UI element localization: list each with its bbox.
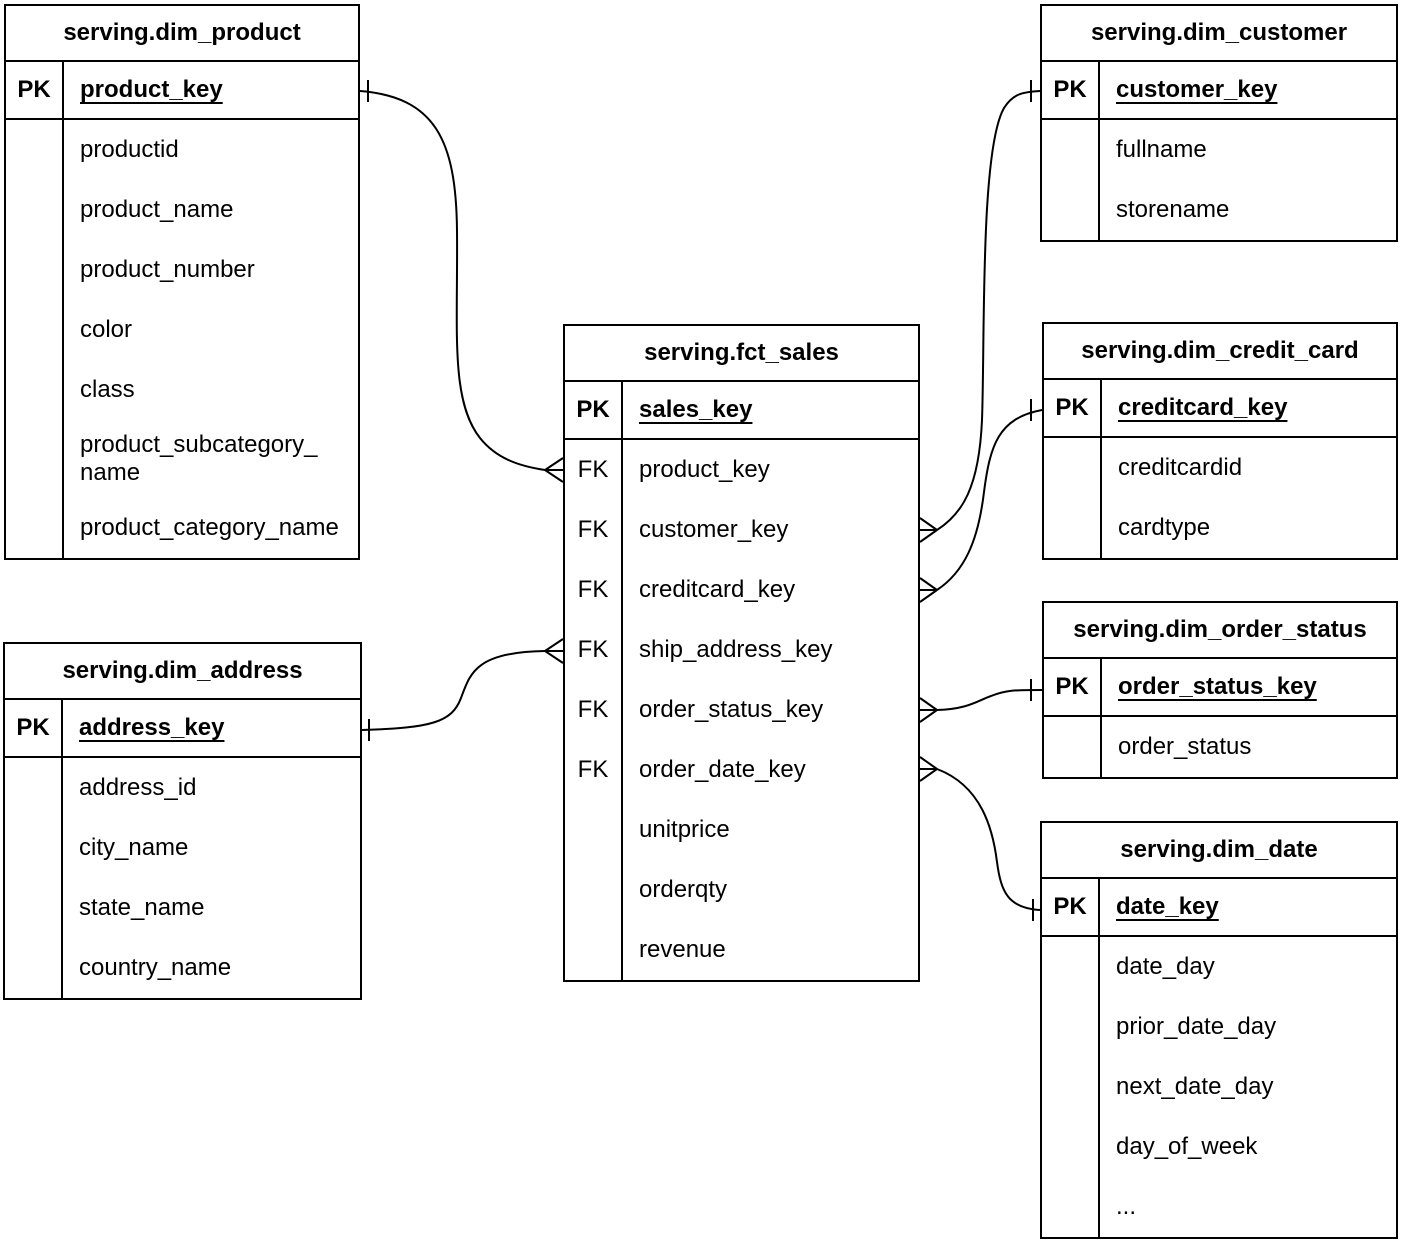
table-title: serving.dim_customer — [1042, 6, 1396, 62]
relationship-address-sales — [361, 638, 564, 741]
field-item: ... — [1116, 1193, 1137, 1221]
crowsfoot-many-icon — [919, 756, 938, 782]
pk-field: customer_key — [1116, 76, 1278, 104]
fk-label: FK — [577, 516, 609, 544]
fk-label: FK — [577, 636, 609, 664]
relationship-sales-orderstatus — [919, 679, 1043, 723]
field-item: order_status_key — [639, 696, 824, 724]
field-item: unitprice — [639, 816, 730, 844]
field-item: creditcard_key — [639, 576, 796, 604]
field-item: class — [80, 376, 135, 404]
key-column: FK FK FK FK FK FK — [565, 440, 623, 980]
table-title: serving.dim_date — [1042, 823, 1396, 879]
field-item: state_name — [79, 894, 205, 922]
relationship-line — [936, 90, 1041, 531]
pk-field: order_status_key — [1118, 673, 1317, 701]
relationship-sales-customer — [919, 80, 1041, 543]
field-item: color — [80, 316, 133, 344]
fk-label: FK — [577, 576, 609, 604]
pk-field: sales_key — [639, 396, 753, 424]
pk-label: PK — [5, 700, 63, 756]
key-column — [5, 758, 63, 998]
pk-label: PK — [6, 62, 64, 118]
fk-label: FK — [577, 756, 609, 784]
field-item: product_category_name — [80, 514, 339, 542]
pk-field: address_key — [79, 714, 225, 742]
field-item: day_of_week — [1116, 1133, 1258, 1161]
entity-fct-sales: serving.fct_sales PK sales_key FK FK FK … — [563, 324, 920, 982]
relationship-line — [359, 90, 546, 471]
pk-label: PK — [1044, 380, 1102, 436]
crowsfoot-many-icon — [919, 697, 938, 723]
table-title: serving.dim_credit_card — [1044, 324, 1396, 380]
field-item: product_number — [80, 256, 255, 284]
relationship-line — [936, 689, 1043, 711]
field-item: order_status — [1118, 733, 1252, 761]
relationship-sales-date — [919, 756, 1041, 921]
pk-label: PK — [1042, 62, 1100, 118]
pk-field: date_key — [1116, 893, 1219, 921]
relationship-line — [936, 768, 1041, 911]
relationship-product-sales — [359, 80, 564, 483]
pk-label: PK — [1044, 659, 1102, 715]
crowsfoot-many-icon — [919, 577, 938, 603]
field-item: cardtype — [1118, 514, 1211, 542]
field-item: address_id — [79, 774, 197, 802]
key-column — [1044, 717, 1102, 777]
field-item: product_key — [639, 456, 770, 484]
field-item: prior_date_day — [1116, 1013, 1277, 1041]
pk-label: PK — [565, 382, 623, 438]
field-item: orderqty — [639, 876, 728, 904]
field-item: product_name — [80, 196, 234, 224]
field-item: order_date_key — [639, 756, 806, 784]
field-item: ship_address_key — [639, 636, 833, 664]
relationship-line — [361, 650, 546, 731]
pk-label: PK — [1042, 879, 1100, 935]
key-column — [1042, 120, 1100, 240]
crowsfoot-many-icon — [919, 517, 938, 543]
crowsfoot-many-icon — [544, 457, 564, 483]
key-column — [1042, 937, 1100, 1237]
field-item: customer_key — [639, 516, 789, 544]
fk-label: FK — [577, 696, 609, 724]
pk-field: creditcard_key — [1118, 394, 1288, 422]
table-title: serving.dim_order_status — [1044, 603, 1396, 659]
fk-label: FK — [577, 456, 609, 484]
field-item: storename — [1116, 196, 1230, 224]
field-item: country_name — [79, 954, 232, 982]
entity-dim-order-status: serving.dim_order_status PK order_status… — [1042, 601, 1398, 779]
pk-field: product_key — [80, 76, 223, 104]
field-item: creditcardid — [1118, 454, 1243, 482]
field-item: fullname — [1116, 136, 1207, 164]
field-item: city_name — [79, 834, 189, 862]
field-item: revenue — [639, 936, 726, 964]
table-title: serving.dim_address — [5, 644, 360, 700]
relationship-sales-creditcard — [919, 399, 1043, 603]
table-title: serving.dim_product — [6, 6, 358, 62]
table-title: serving.fct_sales — [565, 326, 918, 382]
field-item: productid — [80, 136, 179, 164]
relationship-line — [936, 409, 1043, 591]
entity-dim-product: serving.dim_product PK product_key produ… — [4, 4, 360, 560]
crowsfoot-many-icon — [544, 638, 564, 664]
entity-dim-date: serving.dim_date PK date_key date_day pr… — [1040, 821, 1398, 1239]
field-item: next_date_day — [1116, 1073, 1274, 1101]
entity-dim-credit-card: serving.dim_credit_card PK creditcard_ke… — [1042, 322, 1398, 560]
field-item: date_day — [1116, 953, 1215, 981]
entity-dim-address: serving.dim_address PK address_key addre… — [3, 642, 362, 1000]
entity-dim-customer: serving.dim_customer PK customer_key ful… — [1040, 4, 1398, 242]
key-column — [1044, 438, 1102, 558]
key-column — [6, 120, 64, 558]
field-item: product_subcategory_ name — [80, 431, 318, 486]
